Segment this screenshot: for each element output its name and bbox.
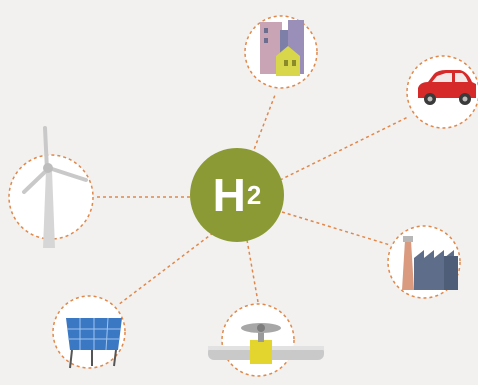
pipeline-node	[208, 303, 324, 377]
factory-node	[387, 225, 461, 299]
connector-car	[279, 116, 409, 181]
factory-icon	[402, 236, 458, 290]
wind-node	[8, 126, 94, 248]
car-icon	[418, 70, 476, 105]
pipeline-valve-icon	[208, 323, 324, 364]
solar-panel-icon	[66, 317, 122, 369]
solar-node	[52, 295, 126, 369]
connector-solar	[117, 232, 214, 306]
connector-pipeline	[246, 239, 259, 303]
buildings-icon	[260, 20, 304, 76]
wind-turbine-icon	[22, 126, 88, 248]
buildings-node	[244, 15, 318, 89]
connector-buildings	[249, 94, 276, 161]
connectors	[95, 94, 409, 306]
hydrogen-hub	[190, 148, 284, 242]
car-node	[406, 55, 478, 129]
connector-factory	[281, 211, 391, 246]
